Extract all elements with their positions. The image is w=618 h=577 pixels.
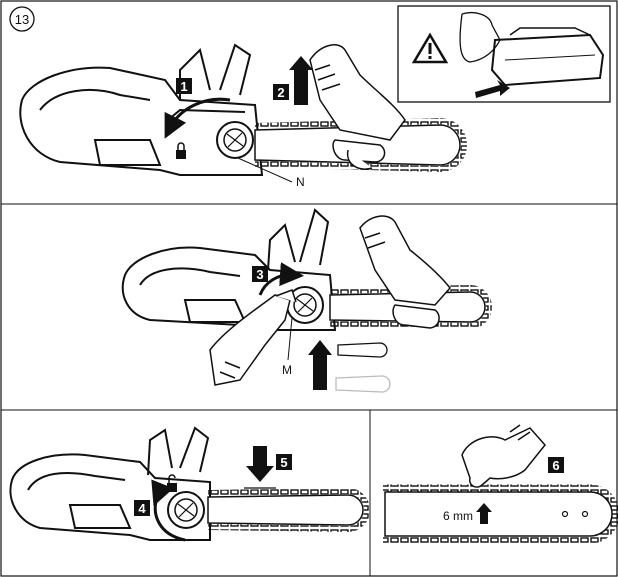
step-badge-6 — [548, 457, 564, 473]
step-number-6: 6 — [552, 458, 559, 473]
step-badge-2 — [273, 84, 289, 100]
step-badge-5 — [276, 454, 292, 470]
step-badge-4 — [134, 500, 150, 516]
sprocket-cover-1 — [216, 121, 254, 159]
pull-arrow-icon — [475, 80, 510, 98]
panel-2: 3 M — [121, 208, 492, 393]
rotate-arrow-1 — [164, 97, 231, 139]
step-number-5: 5 — [280, 455, 287, 470]
panel-3: 4 5 — [9, 426, 370, 542]
label-m: M — [282, 363, 292, 377]
rotate-arrow-2 — [258, 262, 304, 296]
panel-1: 1 N 2 — [19, 5, 611, 189]
panel-4: 6 mm 6 — [383, 424, 618, 544]
chainsaw-body-2 — [121, 208, 337, 331]
battery-warning-inset — [397, 5, 611, 103]
battery-icon — [490, 27, 605, 87]
unlock-icon — [167, 474, 177, 492]
leader-m — [287, 317, 293, 361]
step-number-4: 4 — [138, 501, 146, 516]
guide-bar-4 — [383, 484, 618, 544]
bar-illustration-bottom — [335, 375, 391, 393]
chainsaw-body-3 — [9, 426, 211, 541]
sprocket-cover-3 — [167, 491, 205, 529]
bar-illustration-top — [337, 342, 388, 358]
guide-bar-3 — [207, 487, 370, 533]
arrow-up-icon — [289, 56, 313, 105]
leader-n — [237, 157, 293, 183]
arrow-up-icon-3 — [476, 503, 492, 524]
rotate-arrow-3 — [151, 479, 186, 542]
glove-hand-1 — [309, 44, 406, 170]
warning-icon — [411, 32, 449, 64]
hand-pulling-chain — [461, 424, 546, 488]
arrow-down-icon — [246, 446, 274, 482]
lock-icon — [176, 142, 186, 159]
label-n: N — [296, 175, 305, 189]
figure-number-badge: 13 — [9, 6, 35, 32]
hand-outline-inset — [459, 11, 501, 63]
step-number-1: 1 — [180, 79, 187, 94]
hand-turning-knob — [209, 289, 297, 386]
step-number-2: 2 — [277, 85, 284, 100]
arrow-up-icon-2 — [308, 340, 332, 390]
step-badge-1 — [176, 78, 192, 94]
glove-hand-2 — [359, 215, 451, 329]
step-number-3: 3 — [256, 267, 263, 282]
figure-number: 13 — [15, 12, 29, 27]
step-badge-3 — [252, 266, 268, 282]
measurement-label: 6 mm — [443, 509, 473, 523]
